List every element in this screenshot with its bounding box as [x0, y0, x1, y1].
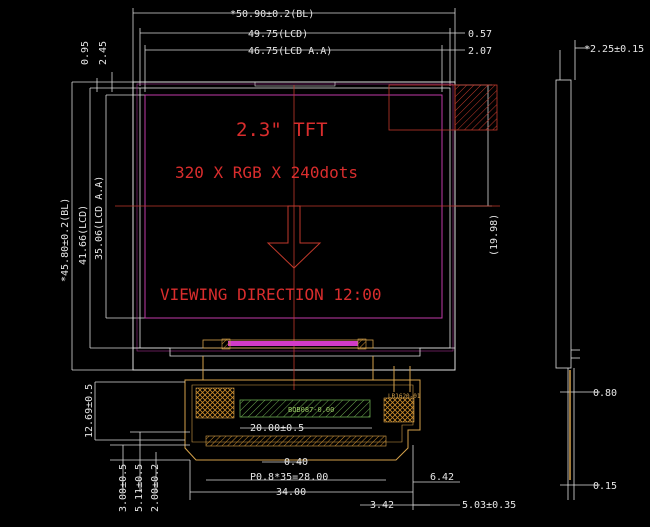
dim-342: 3.42 — [370, 500, 394, 511]
bond-pad-strip — [202, 339, 374, 349]
dim-width-aa: 46.75(LCD A.A) — [248, 46, 332, 57]
dim-width-lcd: 49.75(LCD) — [248, 29, 308, 40]
dim-300: 3.00±0.5 — [118, 464, 129, 512]
bond-pad-magenta — [228, 341, 358, 346]
dim-511: 5.11±0.5 — [134, 464, 145, 512]
corner-hatch — [454, 84, 498, 131]
viewing-arrow-icon — [266, 205, 322, 269]
viewing-direction-label: VIEWING DIRECTION 12:00 — [160, 285, 382, 304]
dim-pitch: P0.8*35=28.00 — [250, 472, 328, 483]
display-title: 2.3" TFT — [236, 119, 328, 141]
dim-height-lcd: 41.66(LCD) — [78, 205, 89, 265]
dim-height-bl: *45.80±0.2(BL) — [60, 198, 71, 282]
left-dimensions — [71, 72, 145, 371]
corner-box — [388, 84, 456, 131]
dim-side-225: *2.25±0.15 — [584, 44, 644, 55]
dim-200: 2.00±0.2 — [150, 464, 161, 512]
dim-right-057: 0.57 — [468, 29, 492, 40]
dim-3400: 34.00 — [276, 487, 306, 498]
top-dimensions — [132, 8, 465, 92]
bond-pad-left — [221, 338, 231, 350]
fpc-pad-right — [383, 397, 415, 423]
dim-height-aa: 35.06(LCD A.A) — [94, 176, 105, 260]
resolution-label: 320 X RGB X 240dots — [175, 163, 358, 182]
fpc-label: BOB087-0.00 — [288, 406, 334, 414]
fpc-dimensions — [94, 381, 460, 510]
center-lines — [115, 85, 500, 390]
fpc — [184, 356, 421, 461]
dim-side-015: 0.15 — [593, 481, 617, 492]
bond-pad-right — [357, 338, 367, 350]
dim-1269: 12.69±0.5 — [84, 384, 95, 438]
dim-245: 2.45 — [98, 41, 109, 65]
fpc-label-box — [239, 399, 371, 418]
dim-2000: 20.00±0.5 — [250, 423, 304, 434]
fpc-pins — [205, 435, 387, 447]
dim-right-207: 2.07 — [468, 46, 492, 57]
fpc-pad-left — [195, 387, 235, 419]
dim-503: 5.03±0.35 — [462, 500, 516, 511]
side-view — [555, 40, 600, 500]
dim-1998: (19.98) — [489, 214, 500, 256]
dim-width-bl: *50.90±0.2(BL) — [230, 9, 314, 20]
fpc-label-right: LR1620-01 — [388, 393, 421, 400]
dim-095: 0.95 — [80, 41, 91, 65]
dim-side-080: 0.80 — [593, 388, 617, 399]
dim-642: 6.42 — [430, 472, 454, 483]
dim-040: 0.40 — [284, 457, 308, 468]
